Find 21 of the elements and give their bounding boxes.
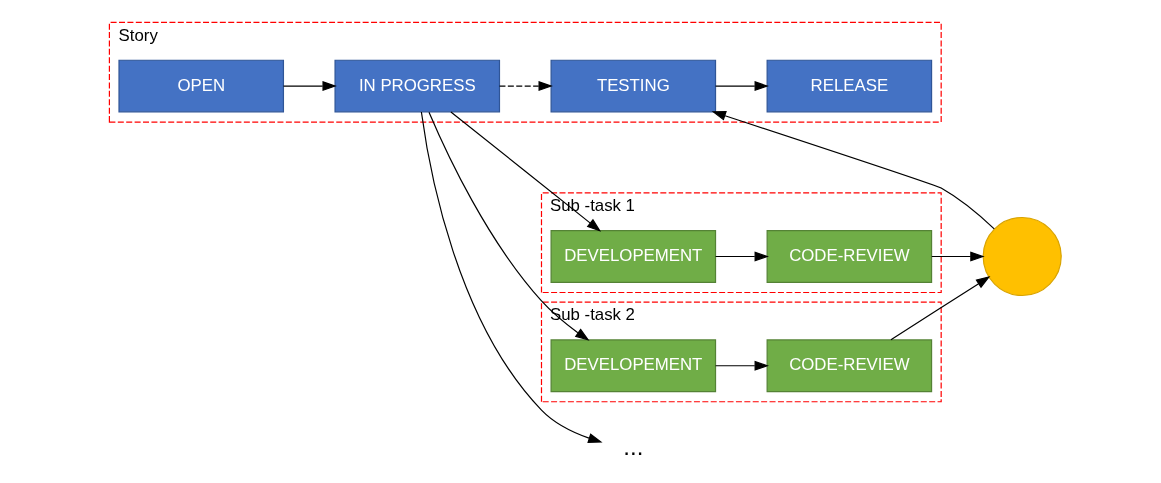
arrow	[498, 81, 553, 92]
arrow	[931, 251, 985, 262]
node-box: DEVELOPEMENT	[550, 230, 717, 283]
node-box: DEVELOPEMENT	[550, 339, 717, 393]
node-circle	[982, 216, 1062, 297]
arrow	[450, 111, 602, 232]
node-box: CODE-REVIEW	[766, 230, 933, 283]
node-box: TESTING	[550, 59, 717, 113]
node-box: OPEN	[118, 59, 285, 113]
node-text: ...	[623, 432, 644, 460]
arrow	[890, 276, 991, 341]
arrow	[715, 360, 769, 371]
node-box: IN PROGRESS	[334, 59, 501, 113]
arrow	[715, 81, 769, 92]
arrow	[420, 111, 603, 443]
node-box: RELEASE	[766, 59, 933, 113]
arrow	[711, 111, 995, 230]
arrow	[282, 81, 337, 92]
node-box: CODE-REVIEW	[766, 339, 933, 393]
arrow	[428, 111, 590, 341]
arrow	[715, 251, 769, 262]
